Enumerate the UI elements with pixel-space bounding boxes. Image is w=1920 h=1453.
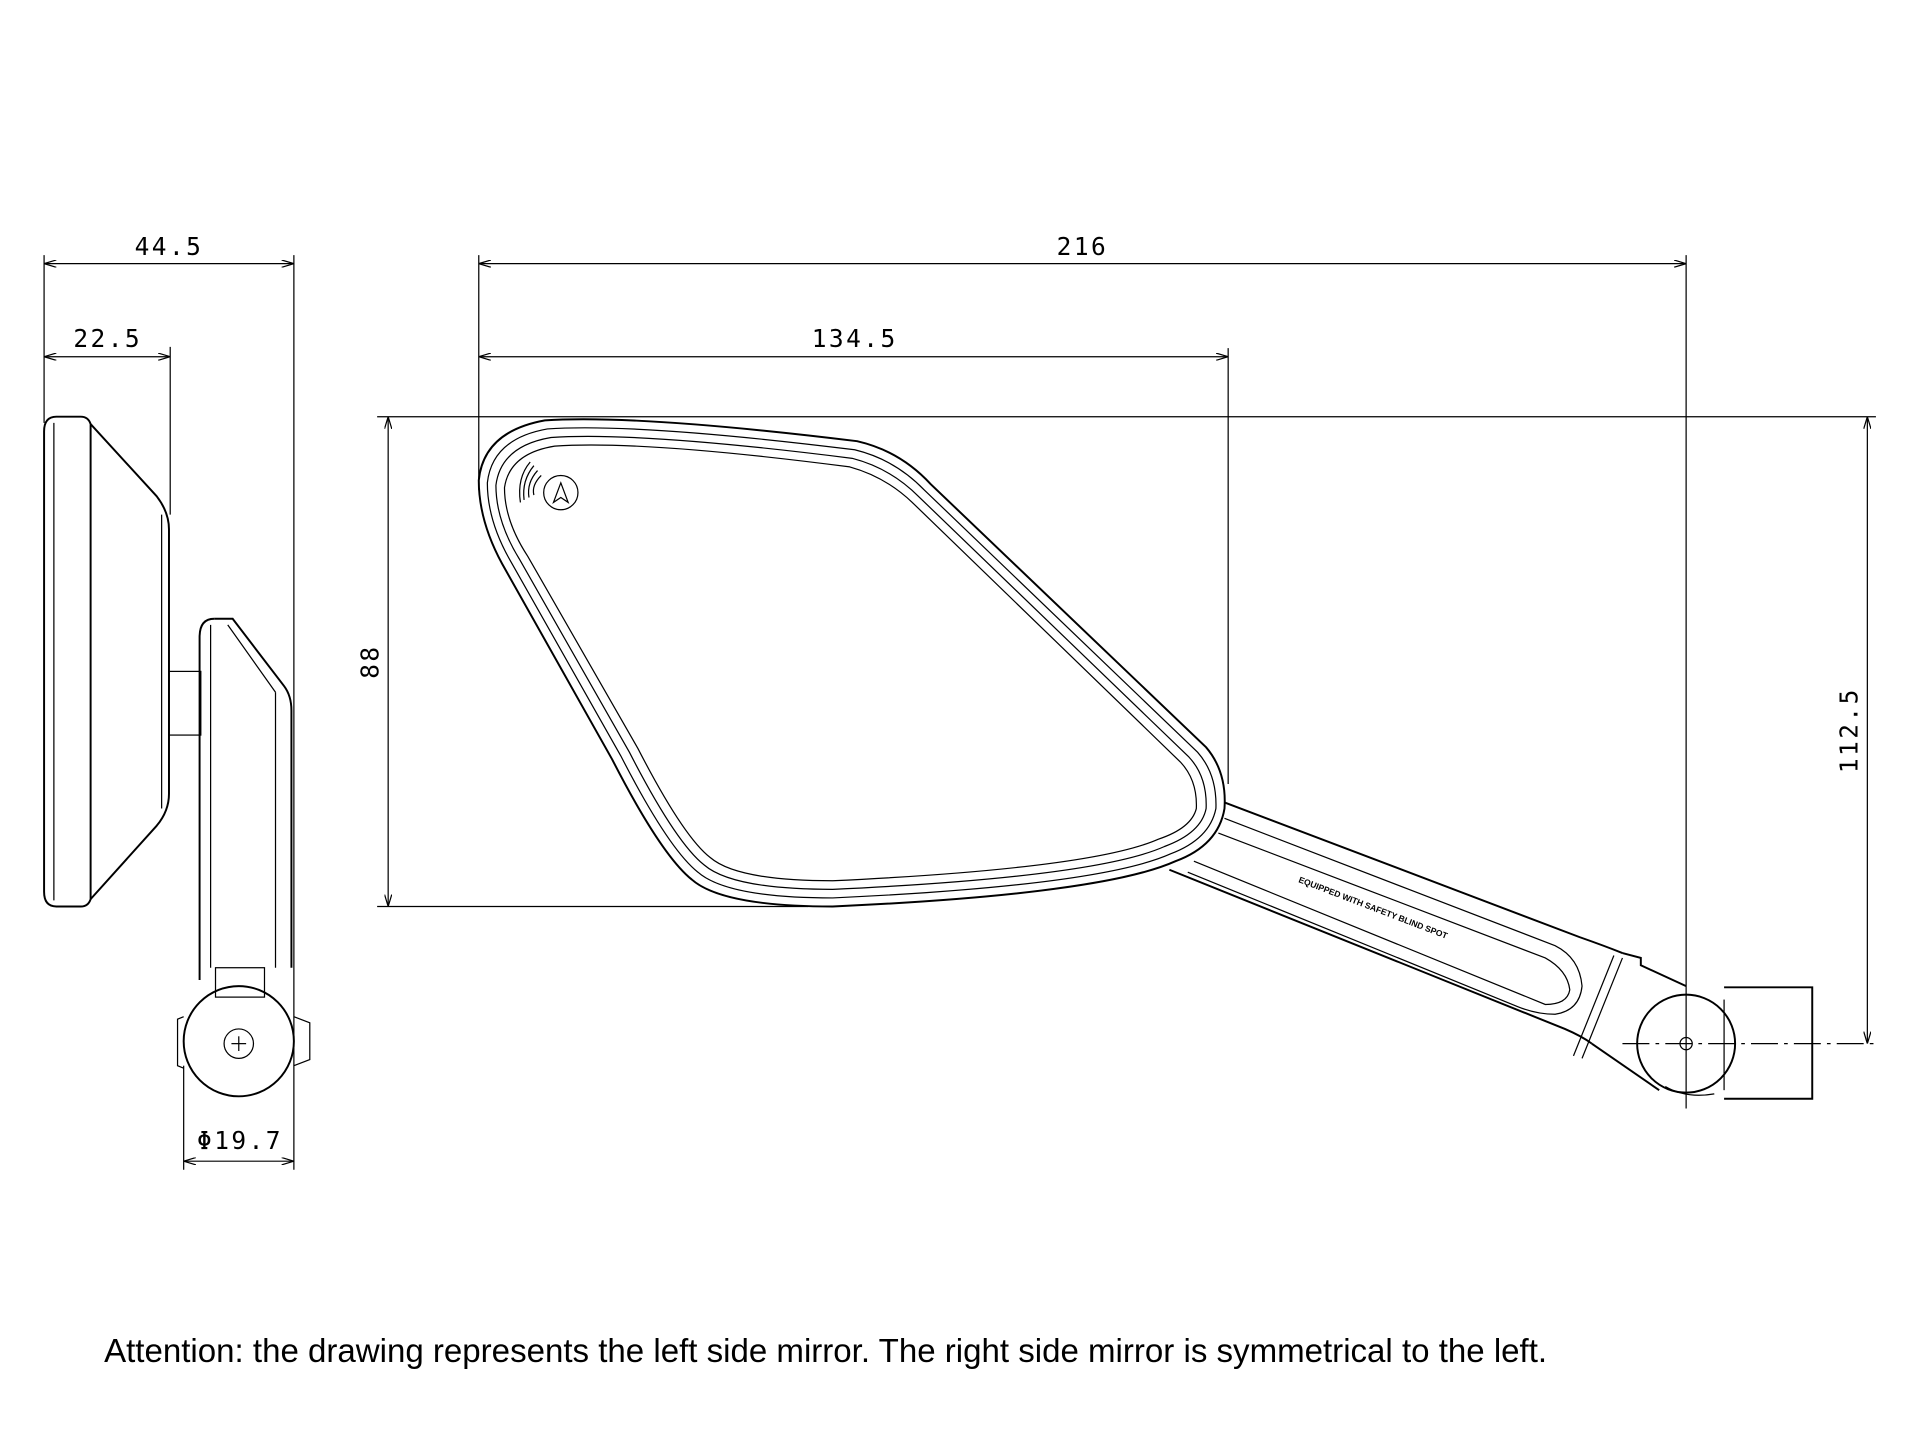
dim-mirror-length: 134.5 [478,324,1229,785]
blind-spot-icon [519,461,579,511]
side-view-mirror [43,415,311,1098]
dim-mirror-height: 88 [355,416,1876,908]
dim-label-216: 216 [1057,232,1109,261]
footer-note: Attention: the drawing represents the le… [104,1333,1547,1370]
dim-total-length: 216 [478,232,1687,1109]
dim-total-height: 112.5 [1622,416,1876,1045]
front-view-mirror [477,418,1226,908]
dim-label-88: 88 [355,644,384,678]
dim-label-22-5: 22.5 [73,324,142,353]
dim-label-44-5: 44.5 [135,232,204,261]
dim-side-partial: 22.5 [44,324,171,515]
dim-clamp-diameter: Φ19.7 [183,1065,294,1170]
dim-label-134-5: 134.5 [812,324,898,353]
dim-label-112-5: 112.5 [1835,687,1864,773]
dim-label-19-7: Φ19.7 [197,1126,283,1155]
mirror-arm: EQUIPPED WITH SAFETY BLIND SPOT [1169,801,1814,1100]
